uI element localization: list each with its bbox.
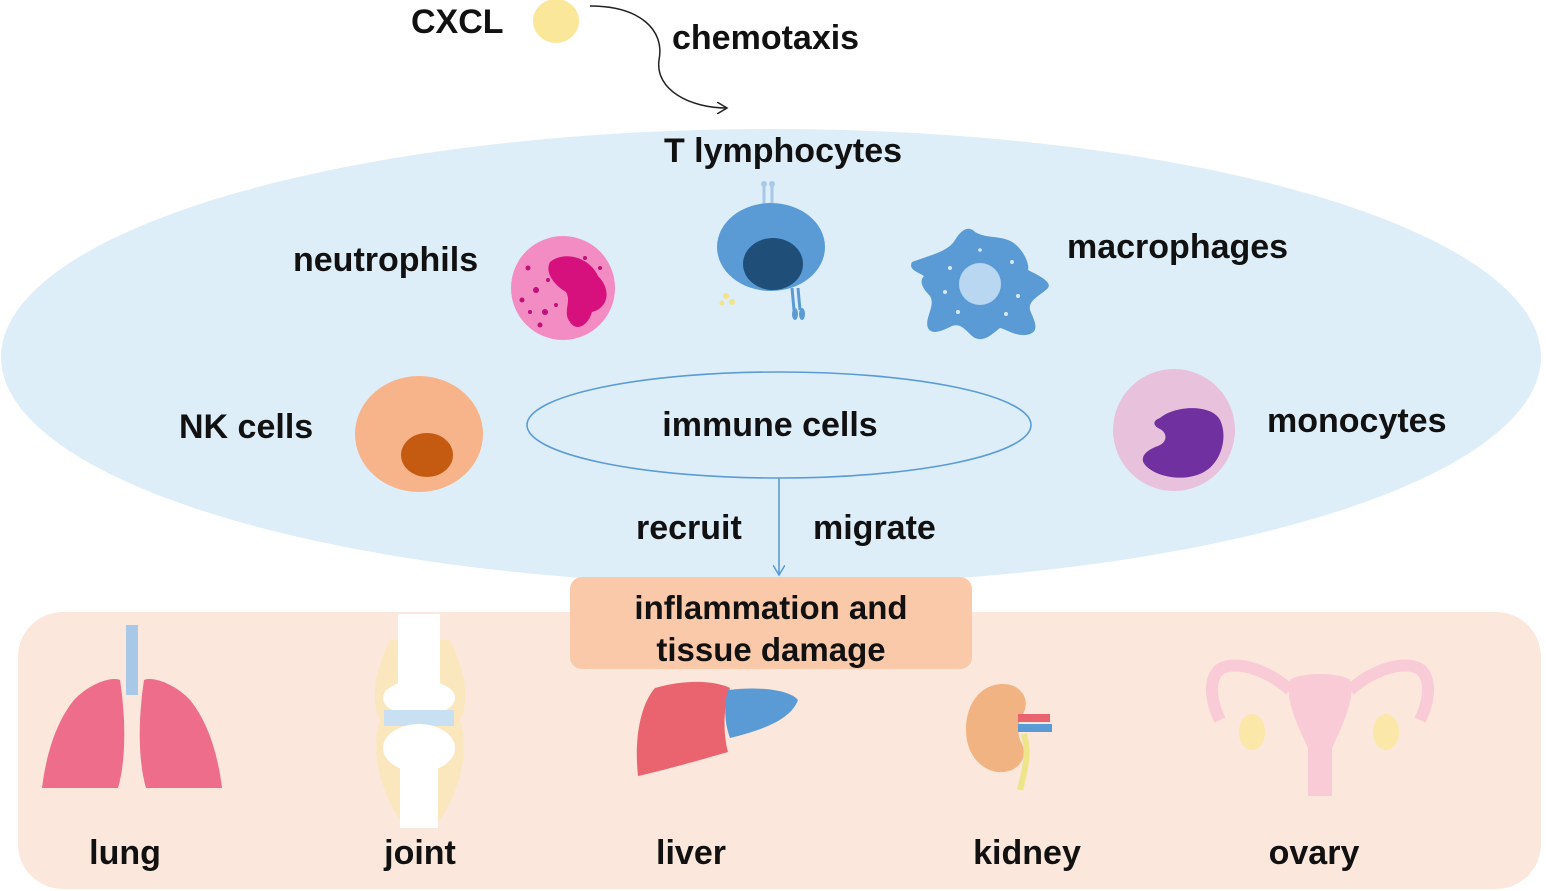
cxcl-molecule-icon — [533, 0, 579, 43]
monocytes-label: monocytes — [1267, 402, 1447, 440]
kidney-icon — [966, 684, 1052, 791]
t-lymphocytes-label: T lymphocytes — [663, 132, 903, 170]
chemotaxis-label: chemotaxis — [672, 19, 860, 57]
immune-cells-label: immune cells — [662, 406, 878, 444]
joint-icon — [374, 614, 466, 828]
tissue-damage-line: tissue damage — [656, 631, 886, 668]
inflammation-damage-text: inflammation and tissue damage — [570, 587, 972, 671]
liver-icon — [636, 681, 798, 776]
t-lymphocyte-icon — [717, 181, 825, 320]
recruit-label: recruit — [636, 509, 742, 547]
kidney-label: kidney — [973, 834, 1081, 872]
lung-icon — [42, 625, 222, 788]
ovary-icon — [1206, 659, 1434, 796]
ovary-label: ovary — [1268, 834, 1360, 872]
nk-cell-icon — [355, 376, 483, 492]
migrate-label: migrate — [813, 509, 936, 547]
lung-label: lung — [89, 834, 161, 872]
liver-label: liver — [656, 834, 726, 872]
inflammation-damage-box: inflammation and tissue damage — [570, 577, 972, 669]
joint-label: joint — [384, 834, 456, 872]
cxcl-label: CXCL — [411, 3, 504, 41]
monocyte-icon — [1113, 369, 1235, 491]
macrophage-icon — [911, 228, 1049, 340]
neutrophils-label: neutrophils — [293, 241, 479, 279]
macrophages-label: macrophages — [1067, 228, 1289, 266]
nk-cells-label: NK cells — [179, 408, 314, 446]
neutrophil-icon — [511, 236, 615, 340]
chemotaxis-arrow — [589, 5, 727, 108]
inflammation-line: inflammation and — [634, 589, 908, 626]
